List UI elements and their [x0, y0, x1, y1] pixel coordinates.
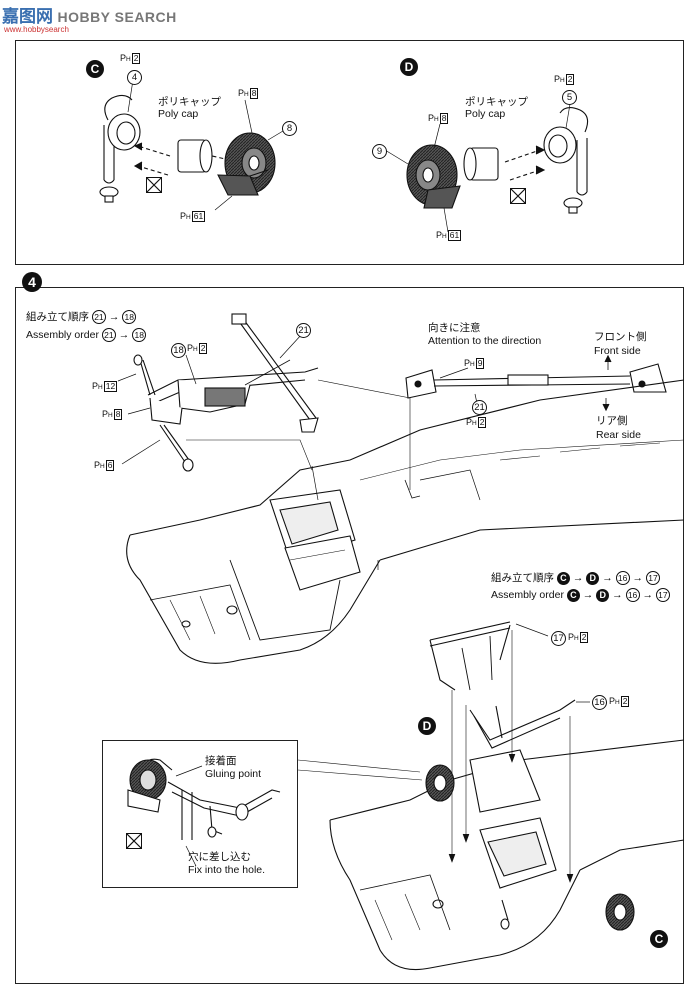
part-number: 4 — [127, 70, 142, 85]
step-number-badge: 4 — [22, 272, 42, 292]
direction-note-jp: 向きに注意 — [428, 322, 481, 334]
part-number: 16 — [592, 695, 607, 710]
top-panel — [15, 40, 684, 265]
part-number: 5 — [562, 90, 577, 105]
step4-panel — [15, 287, 684, 984]
rear-side-en: Rear side — [596, 429, 641, 441]
watermark-logo-text: 嘉图网 — [2, 7, 53, 27]
poly-cap-en: Poly cap — [158, 108, 199, 120]
badge-d: D — [418, 717, 436, 735]
assembly-order-2-en: Assembly order C → D → 16 → 17 — [491, 588, 670, 602]
gluing-point-en: Gluing point — [205, 768, 262, 780]
fix-hole-en: Fix into the hole. — [188, 864, 266, 876]
assembly-order-1-jp: 組み立て順序 21 → 18 — [26, 310, 137, 324]
part-number: 8 — [282, 121, 297, 136]
gluing-point-jp: 接着面 — [205, 755, 237, 767]
panel-d-drawing — [384, 103, 589, 233]
poly-cap-jp: ポリキャップ — [465, 96, 528, 108]
detail-inset-drawing — [127, 758, 281, 867]
part-number: 17 — [551, 631, 566, 646]
assembly-order-2-jp: 組み立て順序 C → D → 16 → 17 — [491, 571, 660, 585]
chassis-upper-drawing — [126, 379, 685, 664]
direction-bar-drawing — [405, 354, 667, 412]
assembly-order-1-en: Assembly order 21 → 18 — [26, 328, 147, 342]
part-number: 18 — [171, 343, 186, 358]
watermark-brand: HOBBY SEARCH — [57, 9, 177, 25]
poly-cap-en: Poly cap — [465, 108, 506, 120]
part-number: 21 — [296, 323, 311, 338]
direction-note-en: Attention to the direction — [428, 335, 542, 347]
front-side-en: Front side — [594, 345, 641, 357]
badge-c: C — [86, 60, 104, 78]
badge-c: C — [650, 930, 668, 948]
front-side-jp: フロント側 — [594, 331, 647, 343]
watermark-url: www.hobbysearch — [4, 25, 69, 34]
fix-hole-jp: 穴に差し込む — [188, 851, 251, 863]
panel-c-drawing — [99, 79, 289, 211]
watermark-logo: 嘉图网 HOBBY SEARCH — [2, 2, 177, 27]
part-number: 21 — [472, 400, 487, 415]
part-number: 9 — [372, 144, 387, 159]
part18-drawing — [117, 313, 411, 490]
badge-d: D — [400, 58, 418, 76]
chassis-lower-drawing — [297, 621, 685, 971]
poly-cap-jp: ポリキャップ — [158, 96, 221, 108]
rear-side-jp: リア側 — [596, 415, 628, 427]
detail-inset — [102, 740, 298, 888]
